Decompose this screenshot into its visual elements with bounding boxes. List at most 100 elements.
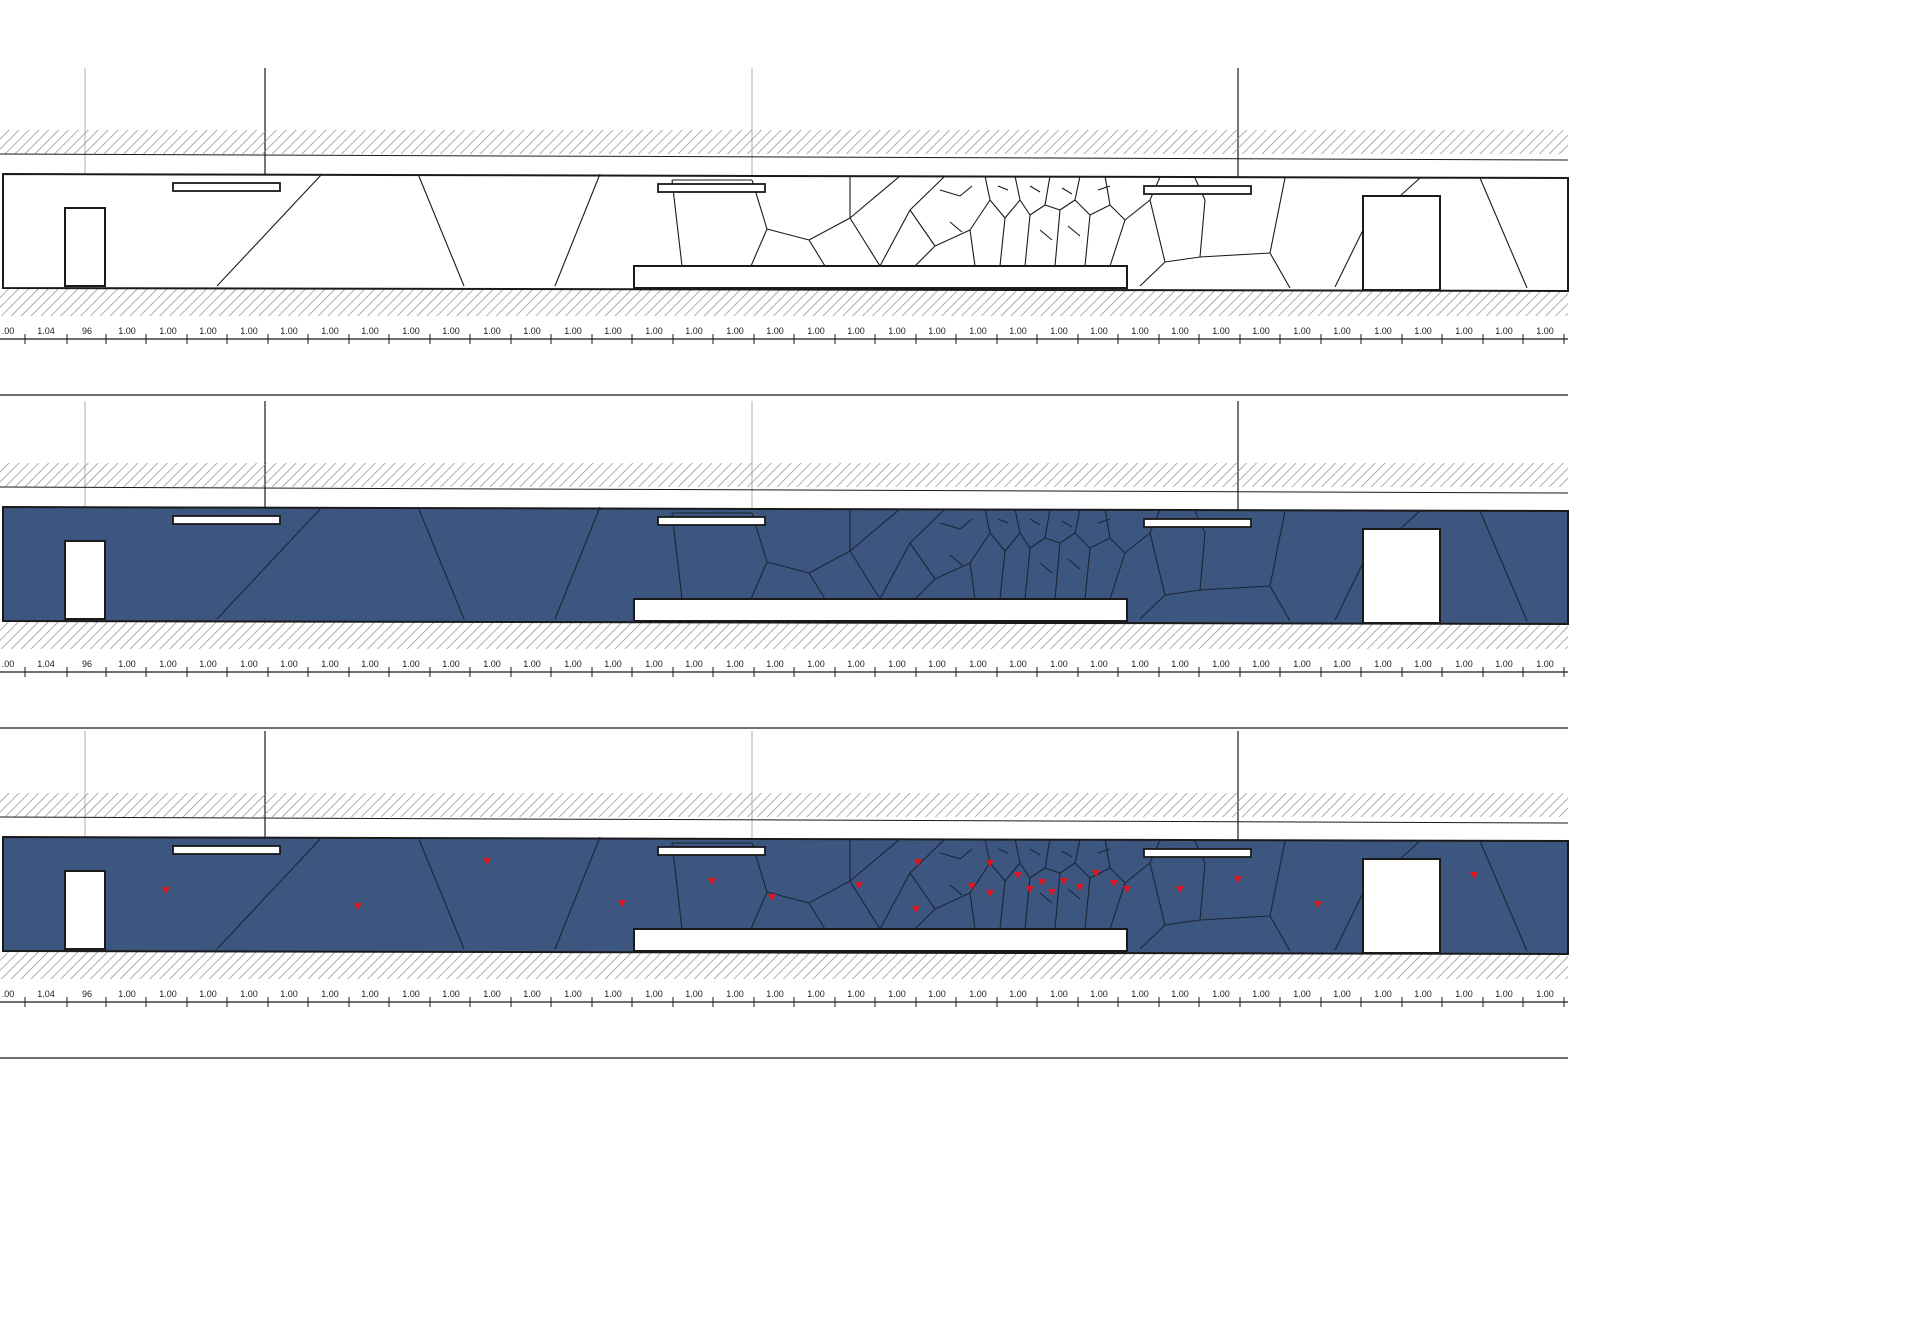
cell-edge: [1104, 838, 1111, 869]
ruler-label: 1.00: [118, 659, 136, 669]
cell-edge: [417, 506, 465, 620]
ruler-label: 1.00: [847, 989, 865, 999]
ruler-label: 1.00: [1333, 326, 1351, 336]
cell-edge: [969, 532, 991, 564]
ruler-label: 1.00: [604, 659, 622, 669]
ruler-label: 1.00: [564, 659, 582, 669]
ceiling-light-fixture-icon: [1143, 848, 1252, 858]
ceiling-line: [0, 486, 1569, 494]
cell-edge: [1399, 840, 1421, 860]
ceiling-light-fixture-icon: [172, 845, 281, 855]
cell-edge: [1124, 532, 1151, 554]
wall-slab: [2, 505, 1569, 626]
red-triangle-marker-icon: [1123, 886, 1131, 893]
cell-edge: [1029, 518, 1041, 526]
cell-edge: [1269, 585, 1291, 622]
ruler-label: 96: [82, 326, 92, 336]
cell-edge: [849, 550, 881, 600]
ruler-label: 1.00: [604, 326, 622, 336]
ruler-label: 1.00: [1131, 989, 1149, 999]
cell-edge: [1061, 187, 1073, 195]
cell-edge: [1479, 840, 1528, 952]
ruler-label: 1.00: [1414, 989, 1432, 999]
ruler-label: 1.00: [523, 326, 541, 336]
ceiling-hatch: [0, 463, 1568, 487]
cell-edge: [1109, 882, 1126, 930]
ruler-label: 1.00: [199, 326, 217, 336]
cell-edge: [417, 173, 465, 287]
cell-edge: [1269, 177, 1286, 254]
cell-edge: [750, 228, 768, 267]
cell-edge: [1059, 199, 1076, 211]
ruler-label: 1.00: [1171, 659, 1189, 669]
cell-edge: [1019, 199, 1031, 216]
cell-edge: [969, 862, 991, 894]
ceiling-light-fixture-icon: [1143, 518, 1252, 528]
floor-hatch: [0, 622, 1568, 649]
cell-edge: [1024, 214, 1031, 267]
ruler-label: 1.00: [240, 659, 258, 669]
cell-edge: [959, 848, 973, 860]
ceiling-hatch: [0, 793, 1568, 817]
ruler-label: 1.00: [1455, 659, 1473, 669]
cell-edge: [1014, 508, 1021, 534]
ruler-label: 1.00: [888, 989, 906, 999]
red-triangle-marker-icon: [1048, 889, 1056, 896]
cell-edge: [1399, 510, 1421, 530]
ceiling-light-fixture-icon: [172, 182, 281, 192]
cell-edge: [1199, 532, 1206, 591]
ruler-label: 1.00: [361, 659, 379, 669]
cell-edge: [969, 229, 976, 267]
red-triangle-marker-icon: [914, 859, 922, 866]
ruler-label: 1.00: [1050, 326, 1068, 336]
cell-edge: [766, 891, 810, 904]
cell-edge: [1059, 532, 1076, 544]
ruler-label: 1.00: [1212, 326, 1230, 336]
ruler-label: 1.00: [969, 659, 987, 669]
cell-edge: [999, 217, 1006, 267]
ruler-label: 1.04: [37, 989, 55, 999]
red-triangle-marker-icon: [1234, 876, 1242, 883]
cell-edge: [997, 185, 1009, 191]
ruler-label: 1.00: [685, 326, 703, 336]
cell-edge: [1074, 862, 1091, 879]
ruler-label: 1.00: [280, 989, 298, 999]
ruler-label: 1.00: [645, 659, 663, 669]
red-triangle-marker-icon: [1314, 901, 1322, 908]
bench-opening: [633, 928, 1128, 952]
ruler-label: 1.00: [402, 326, 420, 336]
cell-edge: [1149, 532, 1166, 596]
cell-edge: [1084, 214, 1091, 267]
red-triangle-marker-icon: [708, 878, 716, 885]
ruler-label: 1.00: [523, 659, 541, 669]
ruler-label: 1.00: [321, 659, 339, 669]
cell-edge: [1149, 199, 1166, 263]
ruler-label: 1.00: [442, 989, 460, 999]
ruler-label: 1.00: [807, 989, 825, 999]
cell-edge: [1479, 510, 1528, 622]
cell-edge: [1024, 547, 1031, 600]
ruler-label: 96: [82, 659, 92, 669]
ruler-label: 1.00: [361, 989, 379, 999]
red-triangle-marker-icon: [1092, 870, 1100, 877]
red-triangle-marker-icon: [1076, 884, 1084, 891]
ruler-label: 1.00: [1293, 659, 1311, 669]
cell-edge: [1139, 261, 1166, 287]
ruler-label: 1.00: [240, 989, 258, 999]
ruler-label: 1.04: [37, 326, 55, 336]
cell-edge: [1199, 862, 1206, 921]
cell-edge: [849, 838, 901, 882]
cell-edge: [909, 542, 936, 580]
cell-edge: [1269, 252, 1291, 289]
ceiling-light-fixture-icon: [657, 846, 766, 856]
red-triangle-marker-icon: [912, 906, 920, 913]
red-triangle-marker-icon: [986, 890, 994, 897]
cell-edge: [1044, 204, 1061, 211]
cell-edge: [1109, 552, 1126, 600]
cell-edge: [1104, 175, 1111, 206]
ceiling-light-fixture-icon: [172, 515, 281, 525]
ruler-label: 1.00: [483, 989, 501, 999]
cell-edge: [808, 880, 851, 904]
